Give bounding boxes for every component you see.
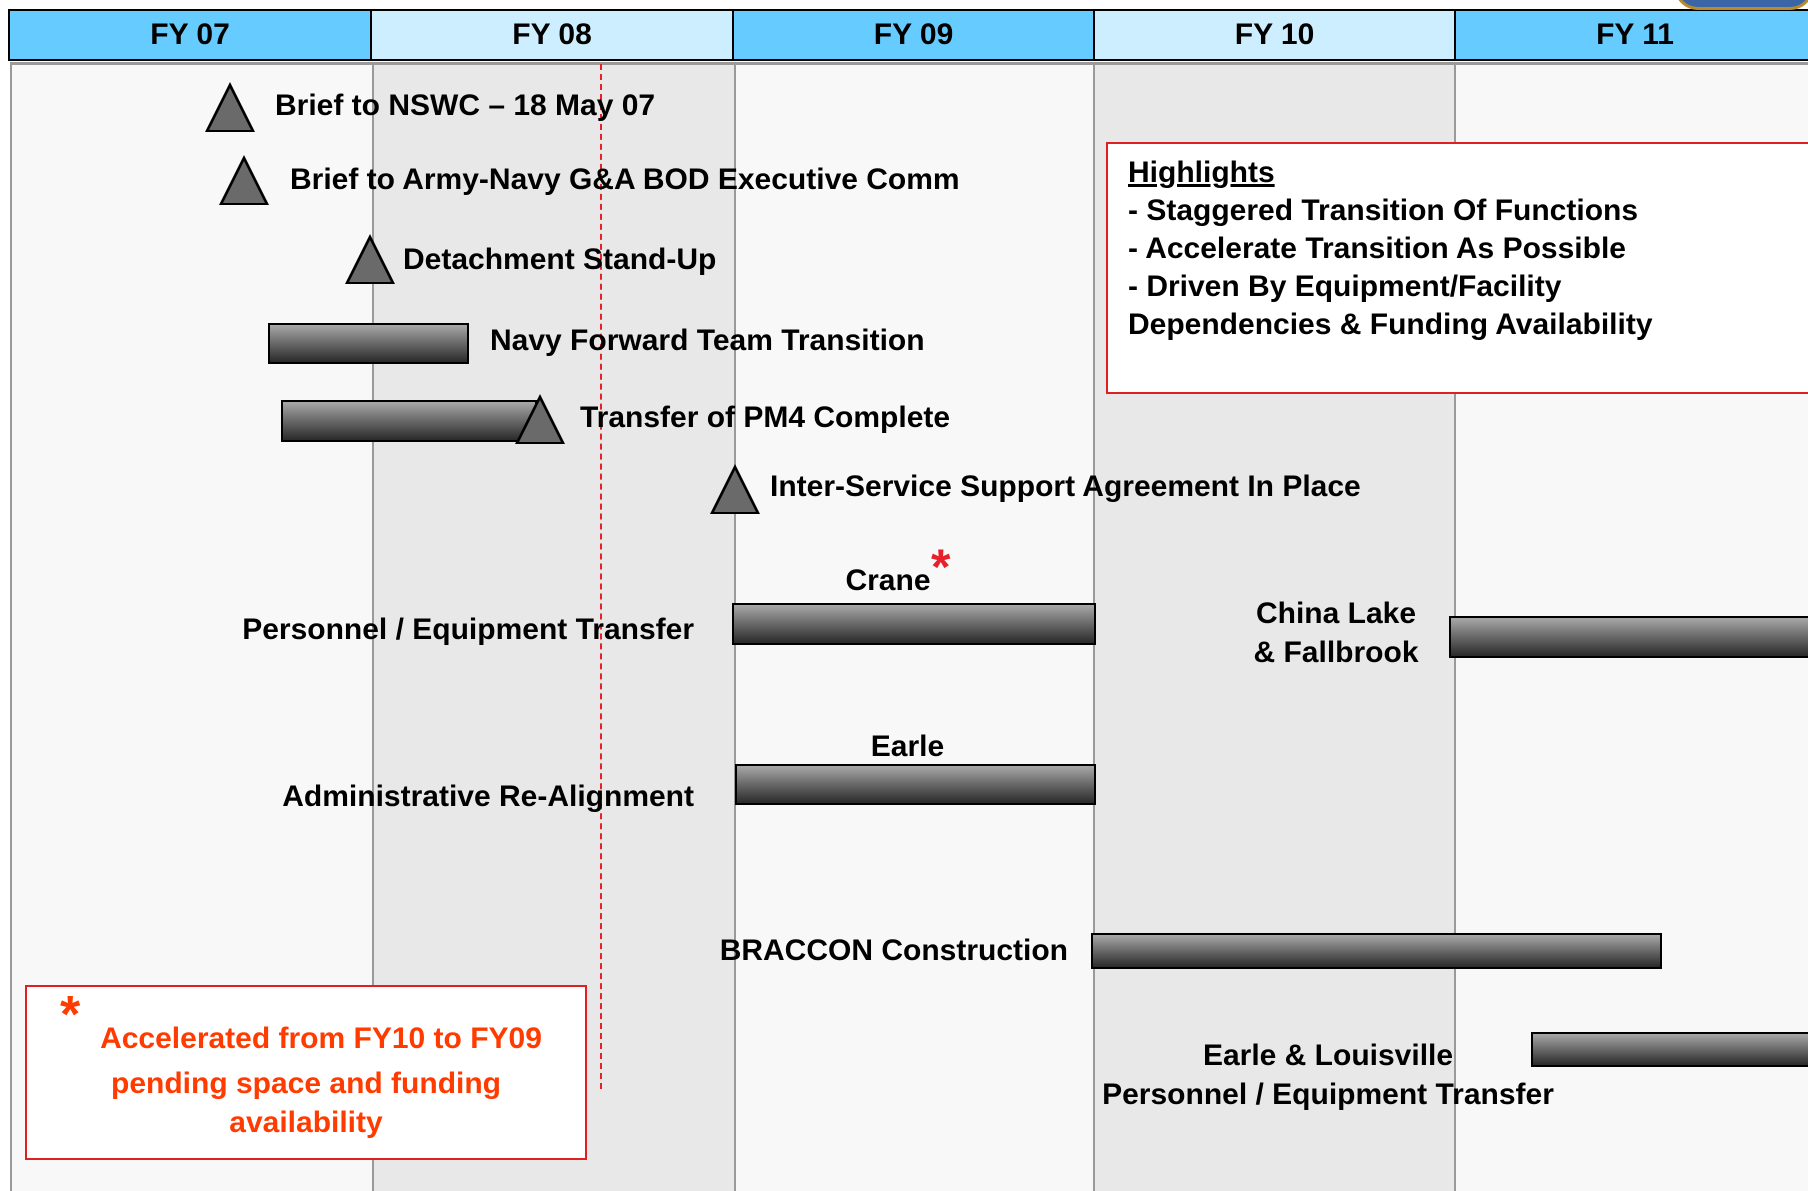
year-label: FY 09 [873,18,954,51]
milestone-triangle-detachment [345,234,395,284]
year-label: FY 11 [1596,18,1674,51]
bar-earle [735,764,1096,805]
fy08-divider [372,64,374,1191]
bar-earle-louisville [1531,1032,1808,1067]
milestone-label-brief-nswc: Brief to NSWC – 18 May 07 [275,89,656,122]
highlights-box: Highlights - Staggered Transition Of Fun… [1106,142,1808,394]
row-label-braccon: BRACCON Construction [719,934,1068,967]
highlights-line: - Staggered Transition Of Functions [1128,194,1639,227]
row-label-personnel-equipment: Personnel / Equipment Transfer [242,613,694,646]
label-earle: Earle [870,730,945,763]
label-china-lake-2: & Fallbrook [1253,636,1419,669]
highlights-line: - Driven By Equipment/Facility [1128,270,1562,303]
year-label: FY 07 [150,18,230,51]
bar-crane [732,603,1096,645]
label-crane: Crane [845,564,931,597]
milestone-label-issa: Inter-Service Support Agreement In Place [770,470,1361,503]
seal-logo [1674,0,1808,10]
year-header-fy10: FY 10 [1095,9,1456,61]
bar-pm4-transfer [281,400,537,442]
milestone-triangle-brief-nswc [205,82,255,132]
year-header-fy07: FY 07 [8,9,372,61]
label-earle-louisville-1: Earle & Louisville [1202,1039,1454,1072]
year-header-fy11: FY 11 [1456,9,1808,61]
highlights-line: Dependencies & Funding Availability [1128,308,1653,341]
note-line: pending space and funding [111,1067,501,1100]
milestone-label-pm4: Transfer of PM4 Complete [580,401,951,434]
year-label: FY 10 [1234,18,1315,51]
accelerated-star: * [931,539,951,595]
header-underline [10,62,1808,65]
year-header-fy09: FY 09 [734,9,1095,61]
milestone-triangle-pm4 [515,394,565,444]
milestone-triangle-brief-army-navy [219,155,269,205]
milestone-label-detachment: Detachment Stand-Up [403,243,717,276]
milestone-label-navy-forward: Navy Forward Team Transition [490,324,925,357]
note-star: * [60,986,81,1044]
left-border [10,64,12,1191]
acceleration-note-box: * Accelerated from FY10 to FY09 pending … [25,985,587,1160]
year-label: FY 08 [512,18,592,51]
note-line: availability [229,1106,383,1139]
note-line: Accelerated from FY10 to FY09 [100,1022,542,1055]
milestone-label-brief-army-navy: Brief to Army-Navy G&A BOD Executive Com… [290,163,960,196]
bar-navy-forward-team [268,323,469,364]
highlights-line: - Accelerate Transition As Possible [1128,232,1626,265]
current-date-marker [600,64,602,1089]
milestone-triangle-issa [710,464,760,514]
highlights-title: Highlights [1128,156,1275,189]
row-label-admin-realignment: Administrative Re-Alignment [282,780,694,813]
bar-braccon [1091,933,1662,969]
label-china-lake-1: China Lake [1255,597,1417,630]
label-earle-louisville-2: Personnel / Equipment Transfer [1102,1078,1554,1111]
bar-china-lake [1449,616,1808,658]
year-header-fy08: FY 08 [372,9,734,61]
